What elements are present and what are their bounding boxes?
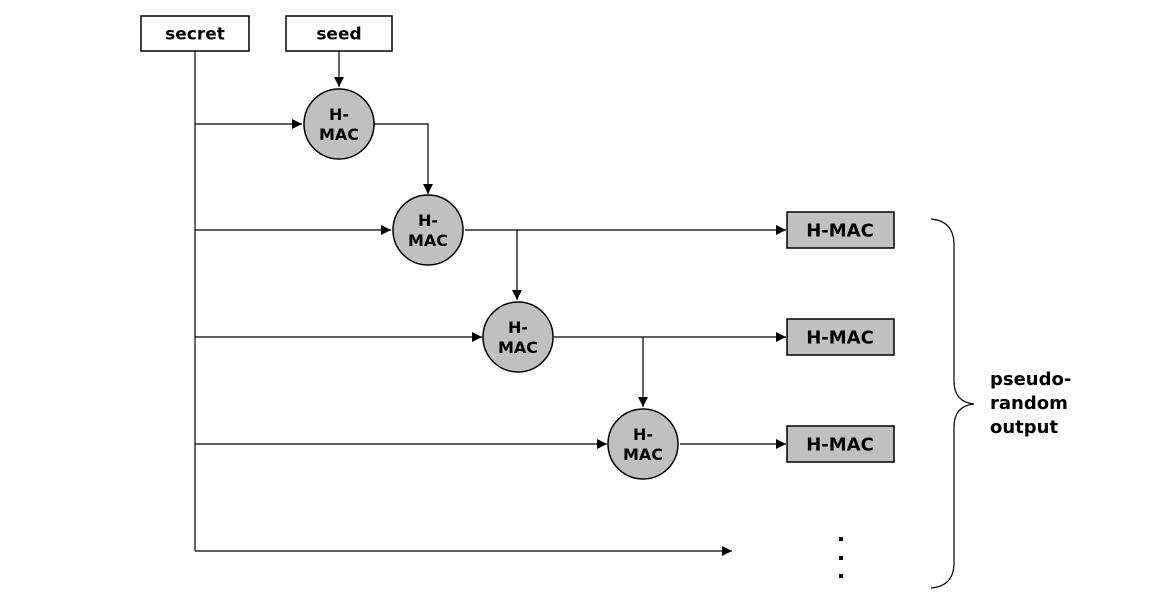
hmac-node-3-line2: MAC [498, 338, 538, 357]
output-2-label: H-MAC [806, 328, 874, 349]
secret-label: secret [165, 25, 225, 45]
hmac-node-1-line2: MAC [319, 125, 359, 144]
output-3-label: H-MAC [806, 435, 874, 456]
hmac-node-4-line1: H- [633, 425, 653, 444]
connection-lines [194, 51, 786, 556]
chain-1-to-2 [374, 123, 433, 194]
hmac-node-4: H- MAC [607, 408, 679, 480]
hmac-node-2-line1: H- [418, 211, 438, 230]
output-box-1: H-MAC [786, 211, 895, 249]
brace-label-line-2: random [990, 393, 1068, 414]
secret-box: secret [140, 15, 250, 52]
hmac-node-2-line2: MAC [408, 231, 448, 250]
hmac-node-4-line2: MAC [623, 445, 663, 464]
seed-box: seed [285, 15, 393, 52]
hmac-node-2: H- MAC [392, 194, 464, 266]
hmac-node-1: H- MAC [303, 88, 375, 160]
seed-label: seed [316, 25, 361, 45]
brace-label-line-1: pseudo- [990, 369, 1071, 390]
hmac-node-3-line1: H- [508, 318, 528, 337]
output-1-label: H-MAC [806, 221, 874, 242]
pseudo-random-output-label: pseudo- random output [990, 369, 1071, 438]
hmac-node-3: H- MAC [482, 301, 554, 373]
output-brace [930, 218, 975, 589]
output-box-2: H-MAC [786, 318, 895, 356]
continuation-ellipsis [839, 537, 843, 578]
brace-label-line-3: output [990, 417, 1058, 438]
hmac-node-1-line1: H- [329, 105, 349, 124]
output-box-3: H-MAC [786, 425, 895, 463]
